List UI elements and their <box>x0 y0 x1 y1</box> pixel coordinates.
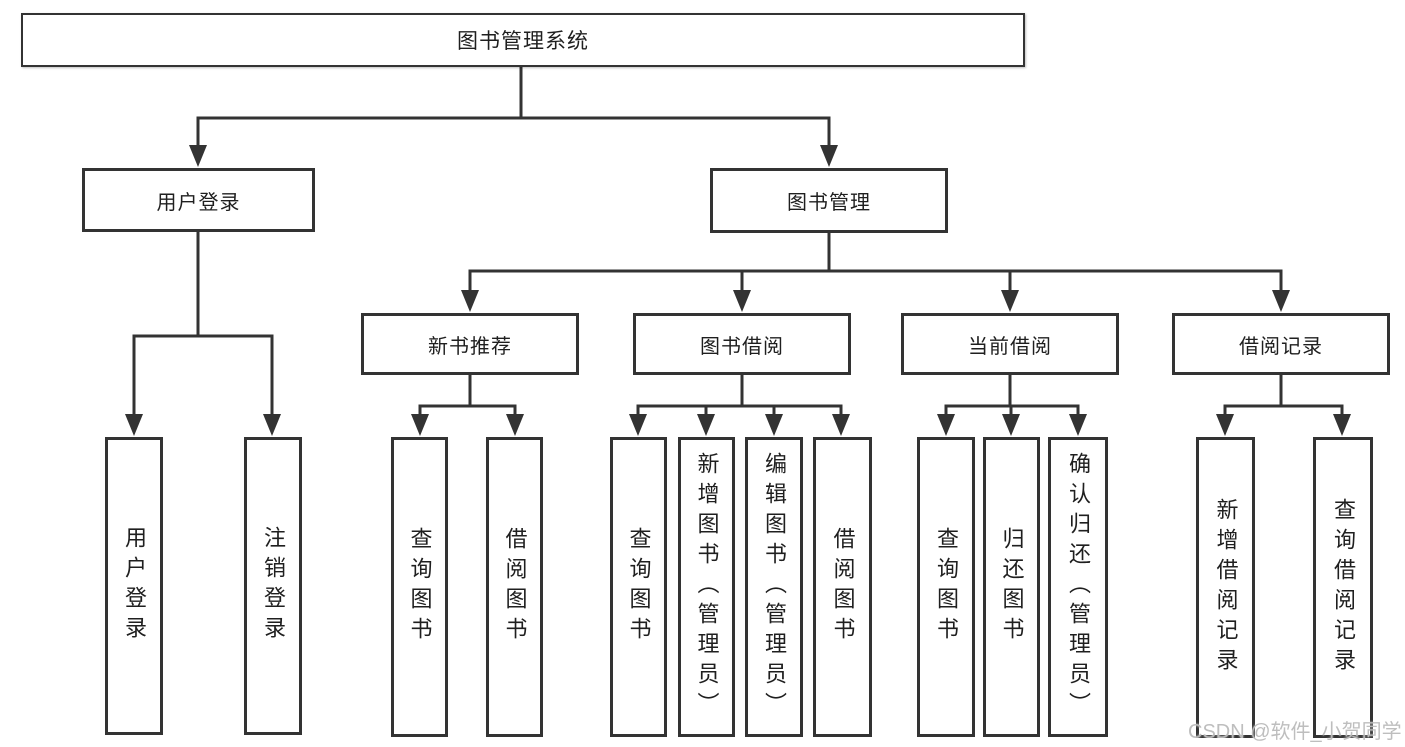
csdn-watermark: CSDN @软件_小贺同学 <box>1188 721 1402 743</box>
leaf-query-borrow-record: 查询借阅记录 <box>1313 437 1373 738</box>
leaf-edit-book-admin: 编辑图书（管理员） <box>745 437 803 737</box>
node-book-borrow: 图书借阅 <box>633 313 851 375</box>
node-user-login: 用户登录 <box>82 168 315 232</box>
leaf-add-borrow-record: 新增借阅记录 <box>1196 437 1255 738</box>
arrowheads <box>125 145 1351 436</box>
leaf-query-books-borrow: 查询图书 <box>610 437 667 737</box>
leaf-confirm-return-admin: 确认归还（管理员） <box>1048 437 1108 737</box>
leaf-query-books-current: 查询图书 <box>917 437 975 737</box>
node-root-system: 图书管理系统 <box>21 13 1025 67</box>
leaf-add-book-admin: 新增图书（管理员） <box>678 437 735 737</box>
leaf-user-login: 用户登录 <box>105 437 163 735</box>
leaf-borrow-books-recommend: 借阅图书 <box>486 437 543 737</box>
node-borrow-records: 借阅记录 <box>1172 313 1390 375</box>
node-current-borrow: 当前借阅 <box>901 313 1119 375</box>
leaf-logout: 注销登录 <box>244 437 302 735</box>
leaf-borrow-books: 借阅图书 <box>813 437 872 737</box>
node-book-management: 图书管理 <box>710 168 948 233</box>
node-new-book-recommend: 新书推荐 <box>361 313 579 375</box>
leaf-query-books-recommend: 查询图书 <box>391 437 448 737</box>
leaf-return-book: 归还图书 <box>983 437 1040 737</box>
